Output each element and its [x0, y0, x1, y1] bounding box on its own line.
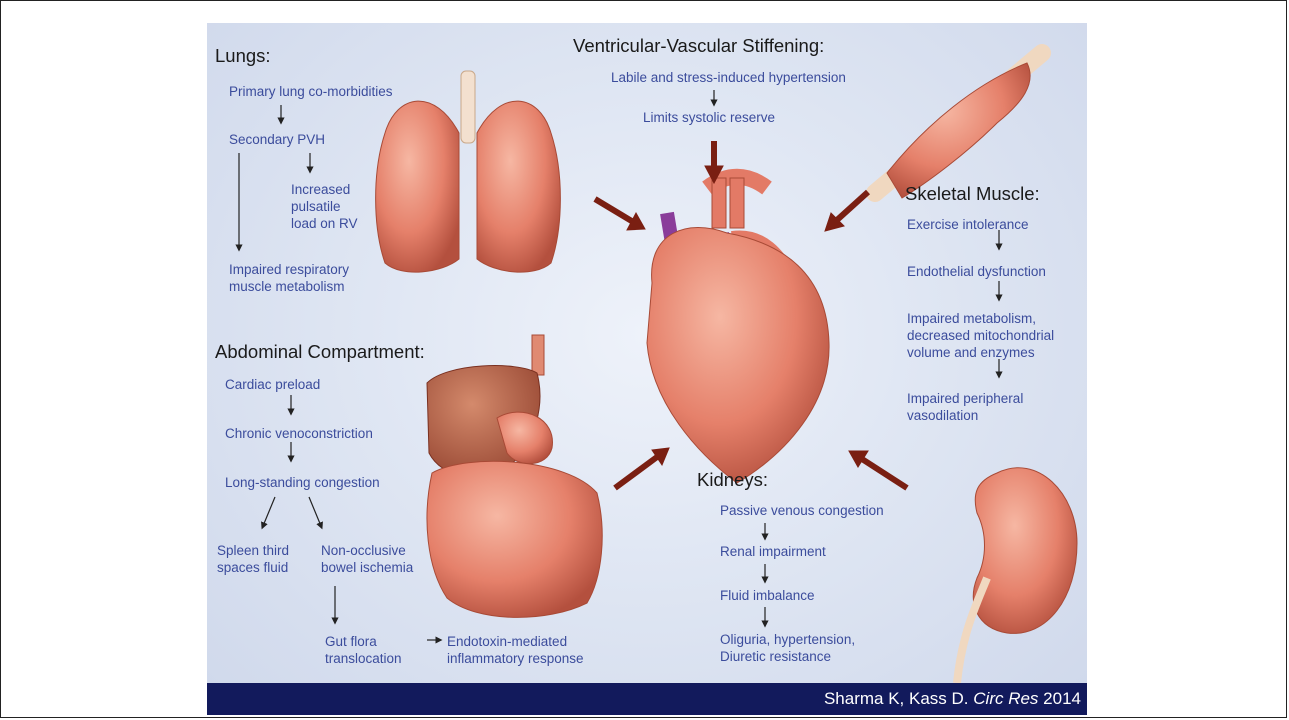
citation-journal: Circ Res	[973, 689, 1038, 708]
kidneys-item: Diuretic resistance	[720, 648, 831, 665]
kidney-illustration	[957, 468, 1077, 683]
abdominal-item: Chronic venoconstriction	[225, 425, 373, 442]
abdominal-item: Spleen third	[217, 542, 289, 559]
skeletal-item: volume and enzymes	[907, 344, 1035, 361]
abdominal-item: inflammatory response	[447, 650, 584, 667]
lungs-heading: Lungs:	[215, 45, 271, 67]
arrow-lungs-to-heart	[595, 199, 645, 230]
abdominal-item: bowel ischemia	[321, 559, 413, 576]
digestive-illustration	[427, 335, 602, 617]
lungs-item: load on RV	[291, 215, 358, 232]
abdominal-item: Non-occlusive	[321, 542, 406, 559]
lungs-item: muscle metabolism	[229, 278, 345, 295]
abdominal-item: Cardiac preload	[225, 376, 320, 393]
abdominal-item: Gut flora	[325, 633, 377, 650]
skeletal-item: decreased mitochondrial	[907, 327, 1054, 344]
kidneys-item: Oliguria, hypertension,	[720, 631, 855, 648]
skeletal-item: Endothelial dysfunction	[907, 263, 1046, 280]
diagram-slide: Lungs: Primary lung co-morbidities Secon…	[207, 23, 1087, 715]
ventricular-heading: Ventricular-Vascular Stiffening:	[573, 35, 824, 57]
lungs-item: Primary lung co-morbidities	[229, 83, 393, 100]
citation-text: Sharma K, Kass D. Circ Res 2014	[824, 689, 1081, 709]
lungs-item: Secondary PVH	[229, 131, 325, 148]
lungs-item: Impaired respiratory	[229, 261, 349, 278]
lungs-illustration	[376, 71, 561, 272]
muscle-illustration	[875, 53, 1042, 198]
arrow-abdomen-to-heart	[615, 448, 669, 488]
kidneys-item: Passive venous congestion	[720, 502, 884, 519]
abdominal-item: Long-standing congestion	[225, 474, 380, 491]
abdominal-item: translocation	[325, 650, 402, 667]
abdominal-heading: Abdominal Compartment:	[215, 341, 425, 363]
abdominal-item: spaces fluid	[217, 559, 288, 576]
kidneys-item: Fluid imbalance	[720, 587, 815, 604]
kidneys-item: Renal impairment	[720, 543, 826, 560]
ventricular-item: Labile and stress-induced hypertension	[611, 69, 846, 86]
citation-year: 2014	[1043, 689, 1081, 708]
citation-footer: Sharma K, Kass D. Circ Res 2014	[207, 683, 1087, 715]
skeletal-heading: Skeletal Muscle:	[905, 183, 1040, 205]
arrow-muscle-to-heart	[825, 192, 868, 231]
skeletal-item: Exercise intolerance	[907, 216, 1029, 233]
skeletal-item: vasodilation	[907, 407, 978, 424]
lungs-item: Increased	[291, 181, 350, 198]
lungs-item: pulsatile	[291, 198, 341, 215]
kidneys-heading: Kidneys:	[697, 469, 768, 491]
arrow-kidney-to-heart	[849, 451, 907, 488]
citation-authors: Sharma K, Kass D.	[824, 689, 969, 708]
heart-illustration	[647, 177, 829, 483]
ventricular-item: Limits systolic reserve	[643, 109, 775, 126]
abdominal-item: Endotoxin-mediated	[447, 633, 567, 650]
skeletal-item: Impaired peripheral	[907, 390, 1023, 407]
skeletal-item: Impaired metabolism,	[907, 310, 1036, 327]
